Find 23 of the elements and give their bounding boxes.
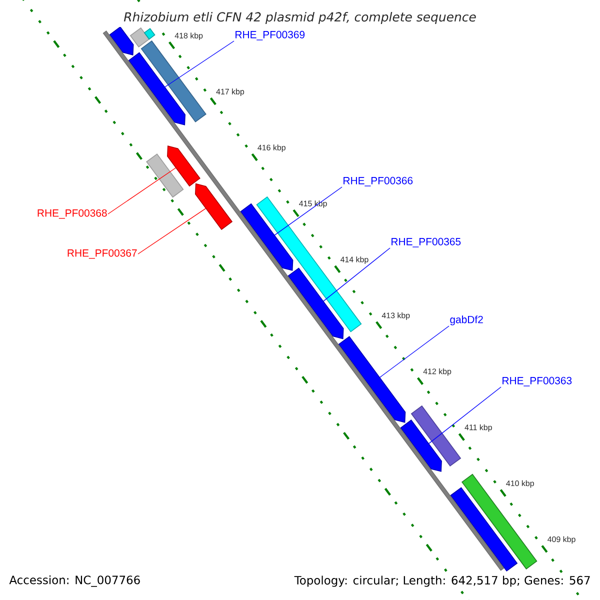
summary-text: Topology: circular; Length: 642,517 bp; Genes: 567 [293, 574, 592, 588]
leader-line [323, 248, 390, 302]
leader-line [164, 40, 234, 88]
leader-line [379, 326, 450, 378]
leader-line [274, 186, 342, 236]
gene-label: RHE_PF00367 [68, 249, 137, 259]
gene-block [288, 268, 344, 340]
leader-line [138, 208, 206, 254]
gene-label: gabDf2 [450, 316, 483, 326]
gene-label: RHE_PF00368 [38, 209, 107, 219]
gene-label: RHE_PF00363 [502, 376, 572, 386]
title: Rhizobium etli CFN 42 plasmid p42f, complete sequence [118, 8, 482, 28]
gene-block [130, 27, 150, 48]
leader-line [108, 168, 176, 214]
accession-text: Accession: NC_007766 [8, 574, 142, 588]
gene-block [128, 52, 186, 126]
gene-label: RHE_PF00369 [236, 30, 305, 40]
gene-label: RHE_PF00365 [392, 238, 461, 248]
gene-block [400, 420, 442, 472]
gene-block [240, 203, 294, 271]
gene-label: RHE_PF00366 [344, 176, 413, 186]
leader-line [428, 386, 502, 444]
gene-block [450, 487, 518, 572]
